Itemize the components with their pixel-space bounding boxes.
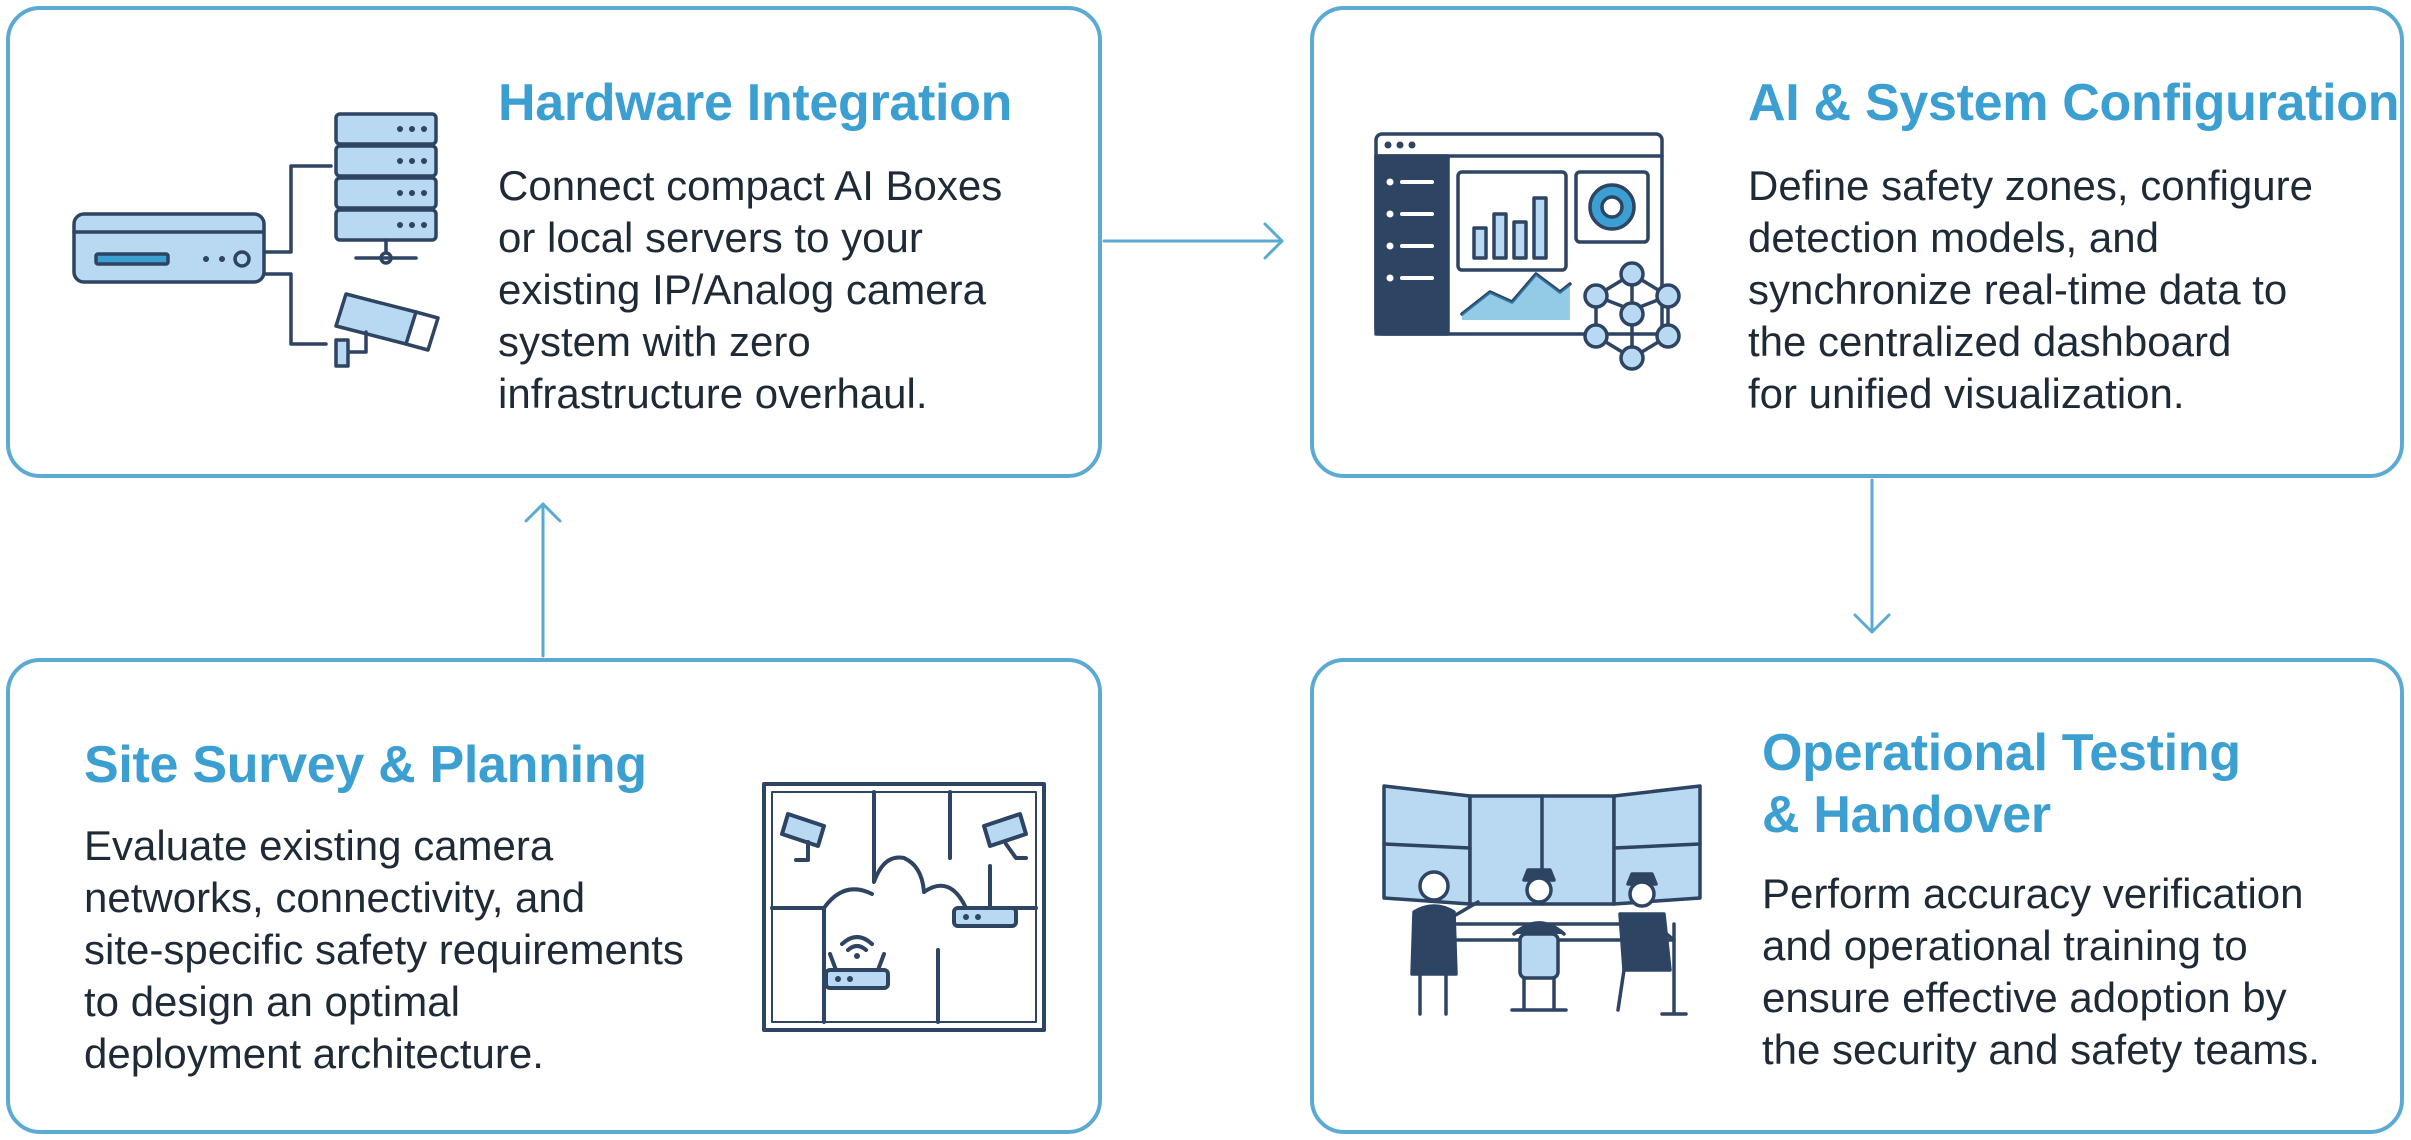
description-line: infrastructure overhaul. [498,370,928,417]
description-line: existing IP/Analog camera [498,266,986,313]
step-title: Hardware Integration [498,74,1013,132]
description-line: ensure effective adoption by [1762,974,2287,1021]
description-line: deployment architecture. [84,1030,544,1077]
description-line: site-specific safety requirements [84,926,684,973]
title-line: & Handover [1762,786,2051,844]
description-line: Connect compact AI Boxes [498,162,1003,209]
description-line: the security and safety teams. [1762,1026,2320,1073]
step-card-hardware-integration: Hardware Integration Connect compact AI … [6,6,1102,478]
control-room-icon [1382,784,1702,1016]
description-line: detection models, and [1748,214,2159,261]
description-line: synchronize real-time data to [1748,266,2288,313]
step-title: AI & System Configuration [1748,74,2400,132]
arrow-site-to-hardware [524,502,562,658]
description-line: Evaluate existing camera [84,822,554,869]
title-line: Operational Testing [1762,724,2241,782]
step-card-operational-testing-handover: Operational Testing & Handover Perform a… [1310,658,2404,1134]
step-description: Connect compact AI Boxes or local server… [498,160,1002,420]
step-description: Evaluate existing camera networks, conne… [84,820,684,1080]
description-line: system with zero [498,318,811,365]
description-line: and operational training to [1762,922,2248,969]
description-line: for unified visualization. [1748,370,2185,417]
step-title: Operational Testing & Handover [1762,722,2241,846]
dashboard-configuration-icon [1374,132,1681,371]
step-description: Define safety zones, configure detection… [1748,160,2313,420]
description-line: networks, connectivity, and [84,874,586,921]
step-title: Site Survey & Planning [84,736,647,794]
arrow-configuration-to-testing [1853,478,1891,634]
step-card-site-survey-planning: Site Survey & Planning Evaluate existing… [6,658,1102,1134]
description-line: Perform accuracy verification [1762,870,2304,917]
description-line: or local servers to your [498,214,923,261]
step-card-ai-system-configuration: AI & System Configuration Define safety … [1310,6,2404,478]
description-line: the centralized dashboard [1748,318,2232,365]
hardware-integration-icon [72,112,440,368]
arrow-hardware-to-configuration [1102,222,1284,260]
description-line: to design an optimal [84,978,460,1025]
floor-plan-icon [762,782,1046,1032]
description-line: Define safety zones, configure [1748,162,2313,209]
step-description: Perform accuracy verification and operat… [1762,868,2320,1076]
